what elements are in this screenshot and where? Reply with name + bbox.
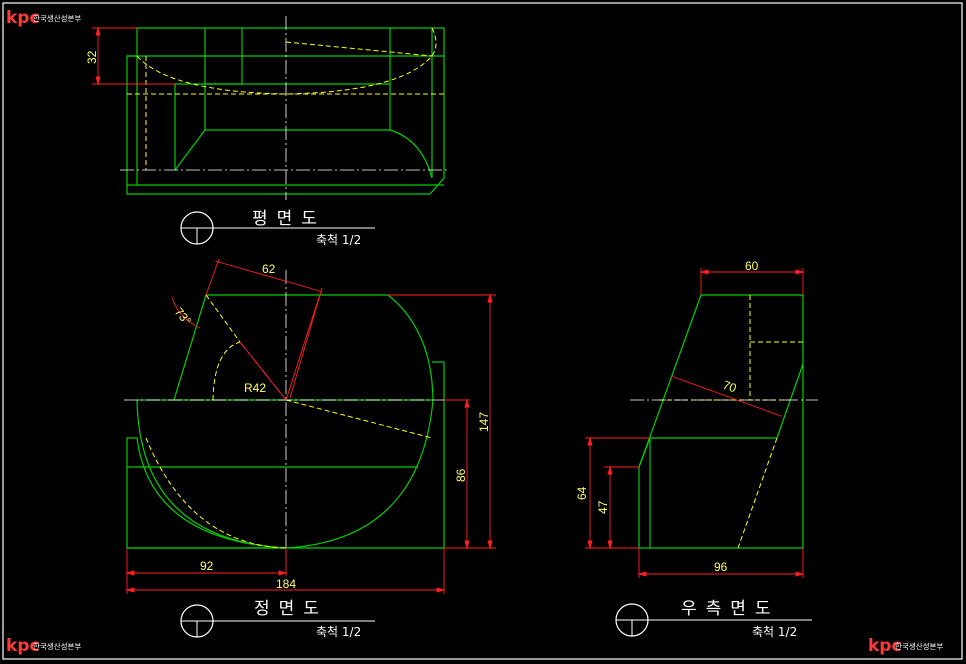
logo-bottom-left: kpc 한국생산성본부 — [6, 636, 81, 656]
side-scale: 축척 1/2 — [752, 625, 797, 639]
side-outline — [649, 294, 804, 549]
front-dim-62: 62 — [262, 262, 276, 276]
side-title: 우측면도 — [681, 599, 780, 619]
side-dim-70: 70 — [721, 378, 739, 396]
front-title-block: 정면도 축척 1/2 — [180, 599, 375, 639]
side-dim-47: 47 — [596, 500, 610, 514]
front-arc — [136, 399, 434, 549]
front-dim-92: 92 — [200, 559, 214, 573]
front-dim-147: 147 — [477, 412, 491, 432]
front-title: 정면도 — [254, 599, 328, 619]
front-scale: 축척 1/2 — [316, 625, 361, 639]
logo-mark: kpc — [6, 636, 40, 656]
logo-name: 한국생산성본부 — [33, 13, 81, 23]
front-dim-73: 73° — [172, 305, 195, 328]
plan-title-block: 평면도 축척 1/2 — [180, 209, 375, 247]
side-view: 60 70 64 47 96 — [575, 259, 818, 578]
logo-name: 한국생산성본부 — [895, 641, 943, 651]
plan-scale: 축척 1/2 — [316, 233, 361, 247]
front-view: 62 73° R42 147 86 92 184 — [124, 258, 496, 594]
logo-bottom-right: kpc 한국생산성본부 — [868, 636, 943, 656]
front-dim-r42: R42 — [244, 381, 266, 395]
front-lower-block — [126, 437, 287, 549]
logo-name: 한국생산성본부 — [33, 641, 81, 651]
front-dim-86: 86 — [454, 468, 468, 482]
side-title-block: 우측면도 축척 1/2 — [615, 599, 812, 639]
side-dim-60: 60 — [745, 259, 759, 273]
plan-view: 32 — [85, 16, 450, 200]
logo-mark: kpc — [868, 636, 902, 656]
logo-mark: kpc — [6, 8, 40, 28]
logo-top-left: kpc 한국생산성본부 — [6, 8, 81, 28]
front-dim-184: 184 — [276, 577, 296, 591]
plan-title: 평면도 — [252, 209, 326, 229]
plan-dim-32: 32 — [85, 50, 99, 64]
side-dim-96: 96 — [714, 560, 728, 574]
side-dim-64: 64 — [575, 486, 589, 500]
